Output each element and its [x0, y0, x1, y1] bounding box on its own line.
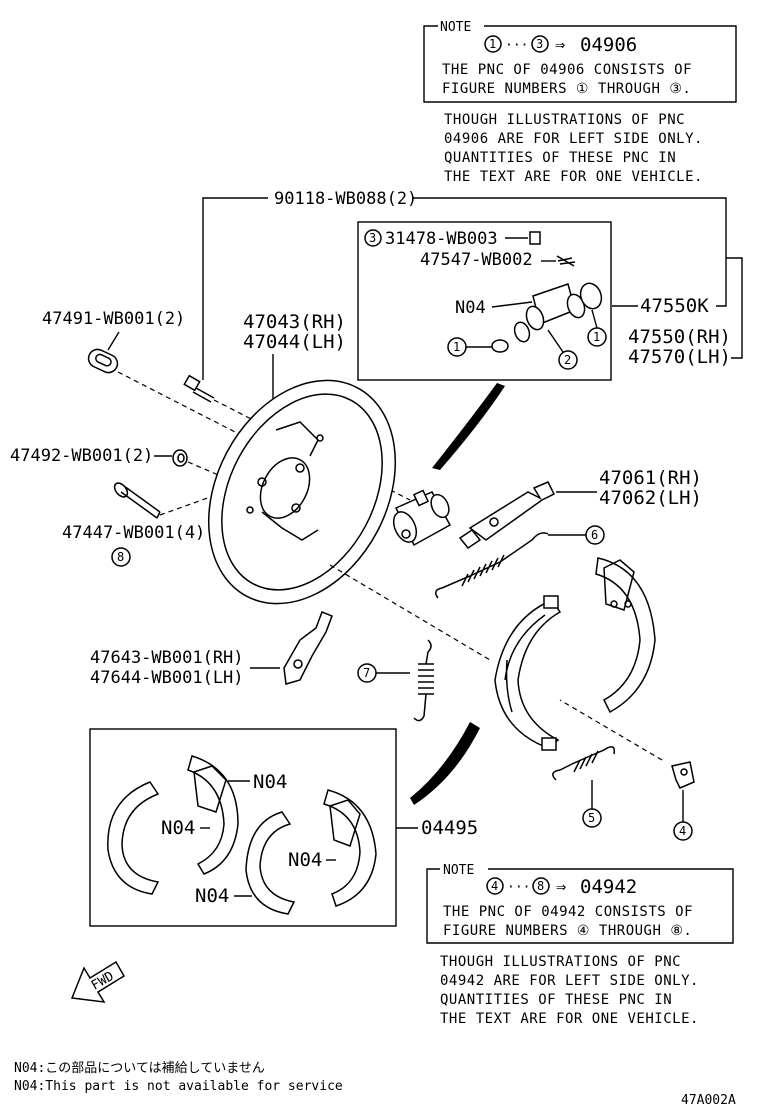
note-box-bottom: NOTE 4 ··· 8 ⇒ 04942 THE PNC OF 04942 CO… [426, 863, 734, 944]
note-bottom-text-2: 04942 ARE FOR LEFT SIDE ONLY. [440, 973, 699, 989]
note-top-label: NOTE [440, 20, 471, 35]
note-top-text-2: 04906 ARE FOR LEFT SIDE ONLY. [444, 131, 703, 147]
bleeder-screw [556, 255, 576, 267]
bolt-90118 [183, 374, 215, 403]
label-47062: 47062(LH) [599, 487, 702, 509]
label-90118: 90118-WB088(2) [274, 189, 417, 209]
label-47570lh: 47570(LH) [628, 346, 731, 368]
plug-47491 [87, 348, 119, 374]
note-top-line2: FIGURE NUMBERS ① THROUGH ③. [442, 81, 691, 97]
grommet-47492 [172, 449, 188, 467]
note-bottom-label: NOTE [443, 863, 474, 878]
spring-5 [552, 746, 616, 781]
label-47547: 47547-WB002 [420, 250, 533, 270]
note-bottom-text-3: QUANTITIES OF THESE PNC IN [440, 992, 672, 1008]
note-bottom-range-from: 4 [491, 879, 498, 893]
note-top-code: 04906 [580, 34, 637, 56]
backing-plate [207, 379, 397, 605]
callout-6: 6 [591, 528, 598, 542]
note-top-range-to: 3 [536, 37, 543, 51]
diagram-code: 47A002A [681, 1093, 736, 1108]
label-47044: 47044(LH) [243, 331, 346, 353]
label-n04-c: N04 [288, 849, 322, 871]
callout-3: 3 [369, 231, 376, 245]
note-top-text-1: THOUGH ILLUSTRATIONS OF PNC [444, 112, 685, 128]
label-n04-b: N04 [161, 817, 195, 839]
wheel-cylinder-box [357, 221, 612, 381]
adjuster-spring-6 [435, 532, 549, 599]
strut-47643 [283, 611, 333, 685]
callout-1a: 1 [453, 340, 460, 354]
callout-2: 2 [564, 353, 571, 367]
clip-4 [671, 761, 695, 789]
note-box-top: NOTE 1 ··· 3 ⇒ 04906 THE PNC OF 04906 CO… [423, 20, 737, 103]
label-n04-cylinder: N04 [455, 298, 486, 318]
label-47061: 47061(RH) [599, 467, 702, 489]
note-bottom-arrow: ⇒ [556, 877, 566, 897]
label-47643: 47643-WB001(RH) [90, 648, 244, 668]
note-top-range-sep: ··· [505, 38, 528, 53]
callout-5: 5 [588, 811, 595, 825]
label-47043: 47043(RH) [243, 311, 346, 333]
label-47447: 47447-WB001(4) [62, 523, 205, 543]
note-bottom-line1: THE PNC OF 04942 CONSISTS OF [443, 904, 693, 920]
note-top-paragraph: THOUGH ILLUSTRATIONS OF PNC 04906 ARE FO… [444, 112, 703, 185]
brake-shoe-front [595, 557, 656, 714]
footnote-en: N04:This part is not available for servi… [14, 1079, 343, 1094]
label-47491: 47491-WB001(2) [42, 309, 185, 329]
return-spring-7 [413, 639, 434, 722]
label-n04-d: N04 [195, 885, 229, 907]
label-31478: 31478-WB003 [385, 229, 498, 249]
pointer-arrow-shoes [410, 722, 480, 805]
brake-shoe-rear [494, 595, 562, 751]
note-top-range-from: 1 [489, 37, 496, 51]
note-bottom-range-to: 8 [537, 879, 544, 893]
callout-1b: 1 [593, 330, 600, 344]
label-47550rh: 47550(RH) [628, 326, 731, 348]
note-bottom-range-sep: ··· [507, 880, 530, 895]
label-n04-a: N04 [253, 771, 287, 793]
callout-4: 4 [679, 824, 686, 838]
callout-7: 7 [363, 666, 370, 680]
note-bottom-text-1: THOUGH ILLUSTRATIONS OF PNC [440, 954, 681, 970]
note-top-text-3: QUANTITIES OF THESE PNC IN [444, 150, 676, 166]
note-bottom-line2: FIGURE NUMBERS ④ THROUGH ⑧. [443, 923, 692, 939]
footnote-jp: N04:この部品については補給していません [14, 1061, 265, 1076]
fwd-arrow-icon: FWD [70, 960, 126, 1003]
label-04495: 04495 [421, 817, 478, 839]
note-bottom-code: 04942 [580, 876, 637, 898]
note-top-text-4: THE TEXT ARE FOR ONE VEHICLE. [444, 169, 703, 185]
label-47550k: 47550K [640, 295, 709, 317]
note-bottom-text-4: THE TEXT ARE FOR ONE VEHICLE. [440, 1011, 699, 1027]
label-47644: 47644-WB001(LH) [90, 668, 244, 688]
note-top-line1: THE PNC OF 04906 CONSISTS OF [442, 62, 692, 78]
bleeder-cap [529, 231, 541, 245]
shoe-kit-shoes [107, 755, 377, 915]
pointer-arrow-cylinder [432, 383, 505, 470]
label-47492: 47492-WB001(2) [10, 446, 153, 466]
callout-8: 8 [117, 550, 124, 564]
wheel-cylinder-assembly [392, 489, 452, 547]
wheel-cylinder-parts [491, 282, 603, 353]
hold-down-pin [113, 482, 161, 519]
adjuster-assembly [458, 481, 556, 550]
note-top-arrow: ⇒ [555, 35, 565, 55]
note-bottom-paragraph: THOUGH ILLUSTRATIONS OF PNC 04942 ARE FO… [440, 954, 699, 1027]
